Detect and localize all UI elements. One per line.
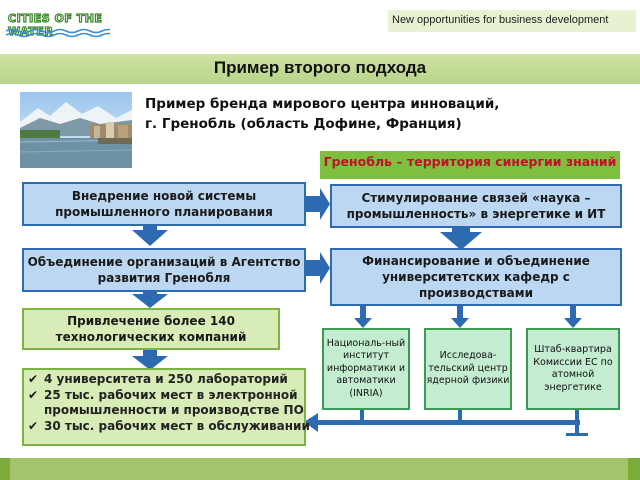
footer-bar <box>0 458 640 480</box>
arrow-down-icon <box>440 226 482 250</box>
box-eu-commission-text: Штаб-квартира Комиссии ЕС по атомной эне… <box>533 344 613 393</box>
box-eu-commission: Штаб-квартира Комиссии ЕС по атомной эне… <box>526 328 620 410</box>
arrow-down-icon <box>132 288 168 308</box>
subtitle-line2: г. Гренобль (область Дофине, Франция) <box>145 116 462 132</box>
box-agency: Объединение организаций в Агентство разв… <box>22 248 306 292</box>
result-text: 4 университета и 250 лабораторий <box>44 372 288 386</box>
arrow-down-icon <box>451 306 469 328</box>
arrow-down-icon <box>564 306 582 328</box>
arrow-down-icon <box>354 306 372 328</box>
title-bar <box>0 54 640 84</box>
subtitle-line1: Пример бренда мирового центра инноваций, <box>145 96 500 112</box>
box-science-industry-text: Стимулирование связей «наука – промышлен… <box>346 191 606 221</box>
box-nuclear-center-text: Исследова-тельский центр ядерной физики <box>426 350 510 387</box>
waves-icon <box>6 28 110 38</box>
city-photo <box>20 92 132 168</box>
box-planning: Внедрение новой системы промышленного пл… <box>22 182 306 226</box>
box-planning-text: Внедрение новой системы промышленного пл… <box>55 189 273 219</box>
list-item: ✔ 4 университета и 250 лабораторий <box>28 372 318 388</box>
box-companies-text: Привлечение более 140 технологических ко… <box>55 314 247 344</box>
box-agency-text: Объединение организаций в Агентство разв… <box>27 255 301 285</box>
box-inria: Националь-ный институт информатики и авт… <box>322 328 410 410</box>
result-text: 25 тыс. рабочих мест в электронной промы… <box>44 387 304 418</box>
result-text: 30 тыс. рабочих мест в обслуживании <box>44 418 310 433</box>
box-financing-text: Финансирование и объединение университет… <box>362 254 590 300</box>
results-box <box>22 368 306 446</box>
arrow-left-icon <box>304 413 318 432</box>
arrow-right-icon <box>306 252 330 284</box>
subtitle: Пример бренда мирового центра инноваций,… <box>145 94 565 134</box>
arrow-down-icon <box>132 222 168 246</box>
results-list: ✔ 4 университета и 250 лабораторий ✔ 25 ты… <box>28 372 318 434</box>
synergy-label-text: Гренобль – территория синергии знаний <box>323 154 617 169</box>
tagline: New opportunities for business developme… <box>392 14 609 26</box>
checkmark-icon: ✔ <box>28 372 39 386</box>
checkmark-icon: ✔ <box>28 387 39 402</box>
footer-accent-right <box>628 458 640 480</box>
box-nuclear-center: Исследова-тельский центр ядерной физики <box>424 328 512 410</box>
box-science-industry: Стимулирование связей «наука – промышлен… <box>330 184 622 228</box>
arrow-down-icon <box>132 348 168 370</box>
page-title: Пример второго подхода <box>213 58 427 77</box>
box-companies: Привлечение более 140 технологических ко… <box>22 308 280 350</box>
header-bar <box>388 10 636 32</box>
footer-accent-left <box>0 458 10 480</box>
logo: CITIES OF THE WATER <box>4 6 110 40</box>
checkmark-icon: ✔ <box>28 418 39 433</box>
arrow-right-icon <box>306 188 330 220</box>
synergy-label: Гренобль – территория синергии знаний <box>320 151 620 179</box>
box-financing: Финансирование и объединение университет… <box>330 248 622 306</box>
list-item: ✔ 30 тыс. рабочих мест в обслуживании <box>28 419 318 435</box>
box-inria-text: Националь-ный институт информатики и авт… <box>326 337 406 399</box>
list-item: ✔ 25 тыс. рабочих мест в электронной пром… <box>28 388 318 419</box>
